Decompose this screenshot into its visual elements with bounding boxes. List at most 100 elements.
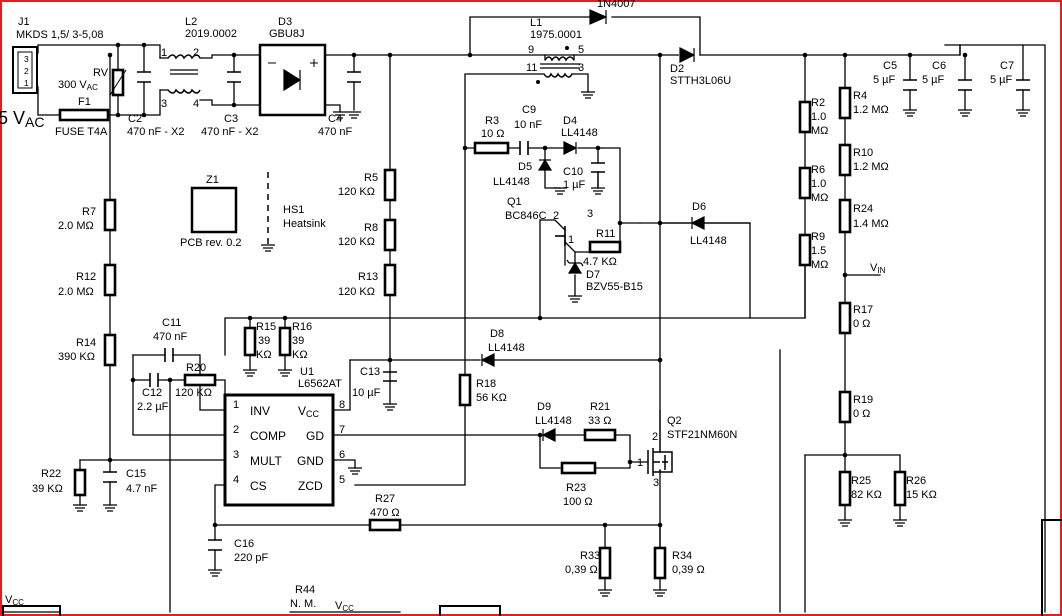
c11-value: 470 nF (153, 331, 188, 343)
r3-ref: R3 (485, 115, 499, 127)
l1-pin5: 5 (578, 44, 584, 56)
r2-value: 1.0 (811, 111, 826, 123)
vac-label: 5 VAC (0, 108, 44, 130)
ic-u1-body (223, 393, 335, 507)
u1-vcc-main: V (298, 404, 306, 418)
rv-value-main: 300 V (58, 79, 87, 91)
j1-pin1: 1 (24, 78, 29, 88)
z1-ref: Z1 (206, 174, 219, 186)
c16-value: 220 pF (234, 552, 269, 564)
r23-value: 100 Ω (563, 496, 593, 508)
r8-value: 120 KΩ (338, 236, 375, 248)
l1-pin11: 11 (526, 62, 537, 74)
r10-value: 1.2 MΩ (853, 161, 889, 173)
transformer-l1-symbol (536, 46, 580, 84)
r44-value: N. M. (290, 598, 316, 610)
choke-l2-symbol (167, 54, 201, 94)
j1-pin2: 2 (24, 66, 29, 76)
c9-ref: C9 (522, 104, 536, 116)
u1-pin6: 6 (339, 449, 345, 461)
bottom-block (439, 605, 501, 616)
d6-value: LL4148 (690, 235, 727, 247)
u1-pin2: 2 (233, 424, 239, 436)
q1-pin3: 3 (587, 208, 593, 220)
u1-value: L6562AT (298, 378, 342, 390)
c3-ref: C3 (224, 113, 238, 125)
q1-pin2: 2 (553, 210, 559, 222)
r34-ref: R34 (672, 550, 692, 562)
r26-value: 15 KΩ (906, 489, 937, 501)
j1-value: MKDS 1,5/ 3-5,08 (16, 29, 103, 41)
c7-value: 5 µF (990, 74, 1013, 86)
r5-ref: R5 (364, 172, 378, 184)
u1-mult: MULT (250, 454, 282, 468)
r20-value: 120 KΩ (175, 387, 212, 399)
q1-value: BC846C (505, 210, 547, 222)
c13-value: 10 µF (352, 387, 381, 399)
c12-value: 2.2 µF (137, 401, 169, 413)
l2-ref: L2 (185, 16, 197, 28)
u1-vcc-sub: CC (306, 409, 319, 419)
c2-ref: C2 (128, 113, 142, 125)
r9-value: 1.5 (811, 245, 826, 257)
r26-ref: R26 (906, 475, 926, 487)
varistor-rv-symbol (109, 68, 127, 97)
r22-ref: R22 (41, 468, 61, 480)
q2-value: STF21NM60N (667, 429, 737, 441)
u1-pin7: 7 (339, 424, 345, 436)
r16-value: 39 (292, 335, 304, 347)
vin-label-sub: IN (877, 266, 885, 275)
r25-ref: R25 (851, 475, 871, 487)
r16-unit: KΩ (292, 349, 308, 361)
d9-value: LL4148 (535, 415, 572, 427)
u1-gd: GD (306, 429, 324, 443)
d4-ref: D4 (563, 115, 577, 127)
right-edge-block (1041, 519, 1062, 616)
u1-pin3: 3 (233, 449, 239, 461)
vac-label-main: 5 V (0, 108, 25, 128)
r6-value: 1.0 (811, 178, 826, 190)
r15-value: 39 (258, 335, 270, 347)
r17-ref: R17 (853, 304, 873, 316)
r6-unit: MΩ (811, 192, 828, 204)
r22-value: 39 KΩ (32, 483, 63, 495)
l1-ref: L1 (530, 17, 542, 29)
d7-ref: D7 (586, 269, 600, 281)
diode-d9-symbol (541, 428, 556, 442)
d4-value: LL4148 (561, 127, 598, 139)
r23-ref: R23 (566, 482, 586, 494)
c10-value: 1 µF (563, 179, 586, 191)
u1-pin8: 8 (339, 399, 345, 411)
vcc-left: VCC (5, 594, 24, 607)
r9-unit: MΩ (811, 259, 828, 271)
r4-value: 1.2 MΩ (853, 104, 889, 116)
diode-d8-symbol (480, 353, 495, 367)
c9-value: 10 nF (514, 119, 542, 131)
l1-pin9: 9 (528, 44, 534, 56)
r9-ref: R9 (811, 231, 825, 243)
u1-comp: COMP (250, 429, 286, 443)
rv-ref: RV (93, 67, 109, 79)
d8-value: LL4148 (488, 342, 525, 354)
u1-zcd: ZCD (298, 479, 323, 493)
r8-ref: R8 (364, 222, 378, 234)
c6-ref: C6 (932, 60, 946, 72)
c11-ref: C11 (162, 317, 181, 329)
q2-pin2: 2 (652, 431, 658, 443)
c2-value: 470 nF - X2 (127, 126, 184, 138)
c6-value: 5 µF (922, 74, 945, 86)
junction-dots (107, 42, 968, 528)
r16-ref: R16 (292, 321, 312, 333)
hs1-ref: HS1 (283, 204, 304, 216)
vcc-bottom-sub: CC (342, 604, 354, 613)
vac-label-sub: AC (25, 114, 44, 130)
r2-unit: MΩ (811, 125, 828, 137)
d3-value: GBU8J (269, 28, 304, 40)
c16-ref: C16 (234, 538, 254, 550)
r3-value: 10 Ω (481, 128, 505, 140)
r7-value: 2.0 MΩ (58, 220, 94, 232)
r6-ref: R6 (811, 164, 825, 176)
c10-ref: C10 (563, 166, 583, 178)
r24-ref: R24 (853, 203, 873, 215)
